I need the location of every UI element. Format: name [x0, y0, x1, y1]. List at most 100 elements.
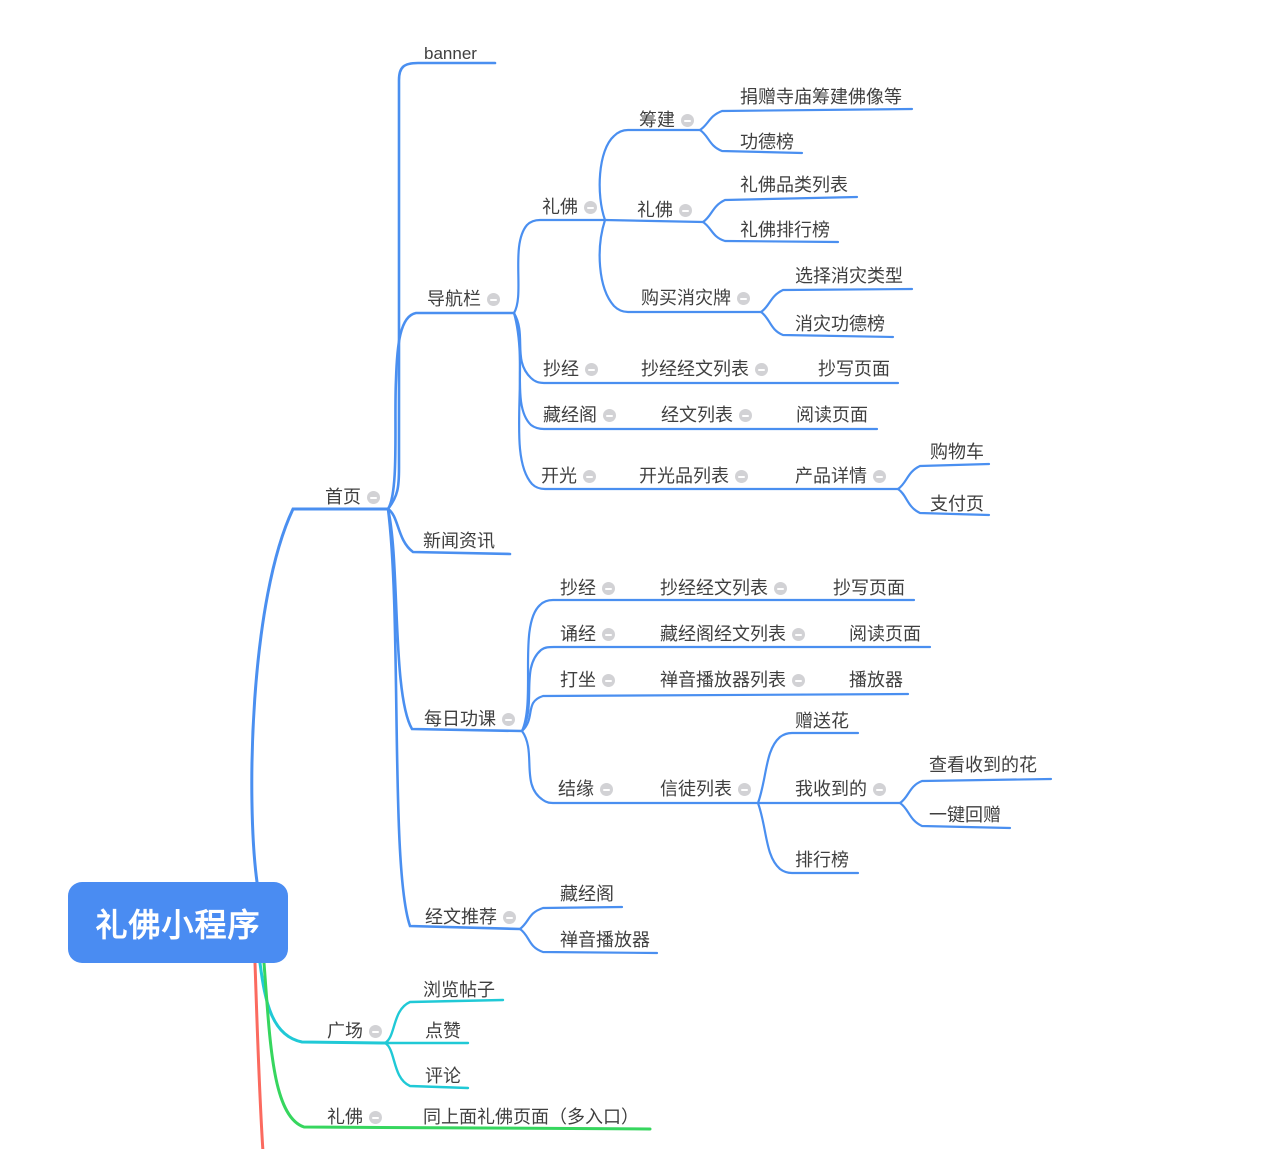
- edge-root-offscreen: [253, 961, 265, 1149]
- edge-home-daily: [386, 507, 524, 733]
- node-rec-library[interactable]: 藏经阁: [560, 884, 614, 904]
- root-node[interactable]: 礼佛小程序: [68, 882, 288, 963]
- node-pay-page[interactable]: 支付页: [930, 494, 984, 514]
- node-worship-category-list[interactable]: 礼佛品类列表: [740, 175, 848, 195]
- collapse-icon[interactable]: [584, 201, 597, 214]
- node-bond-ranking[interactable]: 排行榜: [795, 850, 849, 870]
- node-like[interactable]: 点赞: [425, 1021, 461, 1041]
- node-home[interactable]: 首页: [325, 488, 380, 507]
- edge-daily-meditate-row: [520, 692, 910, 733]
- collapse-icon[interactable]: [503, 911, 516, 924]
- collapse-icon[interactable]: [738, 783, 751, 796]
- node-rec-zen-player[interactable]: 禅音播放器: [560, 930, 650, 950]
- edge-home-news: [386, 507, 512, 556]
- collapse-icon[interactable]: [681, 114, 694, 127]
- edge-navbar-worship-row: [512, 218, 705, 315]
- node-navbar-worship[interactable]: 礼佛: [542, 198, 597, 217]
- collapse-icon[interactable]: [792, 674, 805, 687]
- collapse-icon[interactable]: [367, 491, 380, 504]
- node-amulet-merit-board[interactable]: 消灾功德榜: [795, 314, 885, 334]
- collapse-icon[interactable]: [369, 1025, 382, 1038]
- collapse-icon[interactable]: [583, 470, 596, 483]
- node-browse-posts[interactable]: 浏览帖子: [423, 980, 495, 1000]
- node-donate-temple-statue[interactable]: 捐赠寺庙筹建佛像等: [740, 87, 902, 107]
- node-banner[interactable]: banner: [424, 44, 477, 63]
- collapse-icon[interactable]: [792, 628, 805, 641]
- edge-fundraise-donate: [698, 107, 914, 132]
- node-fundraise[interactable]: 筹建: [639, 111, 694, 130]
- node-library-sutra-list[interactable]: 藏经阁经文列表: [660, 625, 805, 644]
- node-product-detail[interactable]: 产品详情: [795, 467, 886, 486]
- edge-home-sutra-rec: [386, 507, 522, 931]
- node-bond[interactable]: 结缘: [558, 780, 613, 799]
- node-one-key-return[interactable]: 一键回赠: [929, 805, 1001, 825]
- edge-fundraise-merit: [698, 128, 804, 155]
- node-believer-list[interactable]: 信徒列表: [660, 780, 751, 799]
- collapse-icon[interactable]: [873, 783, 886, 796]
- edges-square-branch: [258, 961, 505, 1090]
- collapse-icon[interactable]: [679, 204, 692, 217]
- edge-received-return: [898, 801, 1012, 830]
- node-buy-amulet[interactable]: 购买消灾牌: [641, 289, 750, 308]
- edge-worship-fundraise: [598, 128, 702, 222]
- node-comment[interactable]: 评论: [425, 1066, 461, 1086]
- node-daily-reading-page[interactable]: 阅读页面: [849, 624, 921, 644]
- node-daily-practice[interactable]: 每日功课: [424, 710, 515, 729]
- edge-root-home: [250, 507, 390, 884]
- node-copy-sutra-list[interactable]: 抄经经文列表: [641, 360, 768, 379]
- edge-amulet-merit: [759, 310, 895, 339]
- node-sutra-list[interactable]: 经文列表: [661, 406, 752, 425]
- collapse-icon[interactable]: [774, 582, 787, 595]
- node-player[interactable]: 播放器: [849, 670, 903, 690]
- collapse-icon[interactable]: [585, 363, 598, 376]
- root-label: 礼佛小程序: [95, 906, 261, 943]
- node-worship-sub[interactable]: 礼佛: [637, 201, 692, 220]
- node-meditate[interactable]: 打坐: [560, 671, 615, 690]
- node-give-flower[interactable]: 赠送花: [795, 711, 849, 731]
- node-worship-tab[interactable]: 礼佛: [327, 1108, 382, 1127]
- node-sutra-recommend[interactable]: 经文推荐: [425, 908, 516, 927]
- collapse-icon[interactable]: [755, 363, 768, 376]
- node-cart[interactable]: 购物车: [930, 442, 984, 462]
- node-received[interactable]: 我收到的: [795, 780, 886, 799]
- edge-worship-buy-amulet: [598, 218, 763, 314]
- node-zen-player-list[interactable]: 禅音播放器列表: [660, 671, 805, 690]
- edge-root-worship-tab: [262, 961, 652, 1131]
- node-worship-page-multi-entry[interactable]: 同上面礼佛页面（多入口）: [423, 1107, 639, 1127]
- collapse-icon[interactable]: [502, 713, 515, 726]
- collapse-icon[interactable]: [602, 582, 615, 595]
- edge-rec-library: [518, 905, 624, 931]
- collapse-icon[interactable]: [369, 1111, 382, 1124]
- node-choose-amulet-type[interactable]: 选择消灾类型: [795, 266, 903, 286]
- node-square[interactable]: 广场: [327, 1022, 382, 1041]
- node-daily-copy-sutra[interactable]: 抄经: [560, 579, 615, 598]
- collapse-icon[interactable]: [735, 470, 748, 483]
- node-consecrate[interactable]: 开光: [541, 467, 596, 486]
- node-copy-page[interactable]: 抄写页面: [818, 359, 890, 379]
- collapse-icon[interactable]: [873, 470, 886, 483]
- node-merit-board[interactable]: 功德榜: [740, 132, 794, 152]
- node-daily-copy-page[interactable]: 抄写页面: [833, 578, 905, 598]
- node-chant[interactable]: 诵经: [560, 625, 615, 644]
- node-consecrate-item-list[interactable]: 开光品列表: [639, 467, 748, 486]
- edge-root-square: [258, 961, 387, 1045]
- collapse-icon[interactable]: [602, 628, 615, 641]
- node-daily-copy-sutra-list[interactable]: 抄经经文列表: [660, 579, 787, 598]
- collapse-icon[interactable]: [603, 409, 616, 422]
- edge-square-browse: [383, 998, 505, 1045]
- node-view-received-flowers[interactable]: 查看收到的花: [929, 755, 1037, 775]
- edge-believer-flower: [756, 731, 860, 805]
- collapse-icon[interactable]: [737, 292, 750, 305]
- collapse-icon[interactable]: [487, 293, 500, 306]
- node-navbar[interactable]: 导航栏: [427, 290, 500, 309]
- collapse-icon[interactable]: [600, 783, 613, 796]
- node-reading-page[interactable]: 阅读页面: [796, 405, 868, 425]
- node-copy-sutra[interactable]: 抄经: [543, 360, 598, 379]
- collapse-icon[interactable]: [739, 409, 752, 422]
- node-worship-ranking[interactable]: 礼佛排行榜: [740, 220, 830, 240]
- node-news[interactable]: 新闻资讯: [423, 531, 495, 551]
- node-sutra-library[interactable]: 藏经阁: [543, 406, 616, 425]
- collapse-icon[interactable]: [602, 674, 615, 687]
